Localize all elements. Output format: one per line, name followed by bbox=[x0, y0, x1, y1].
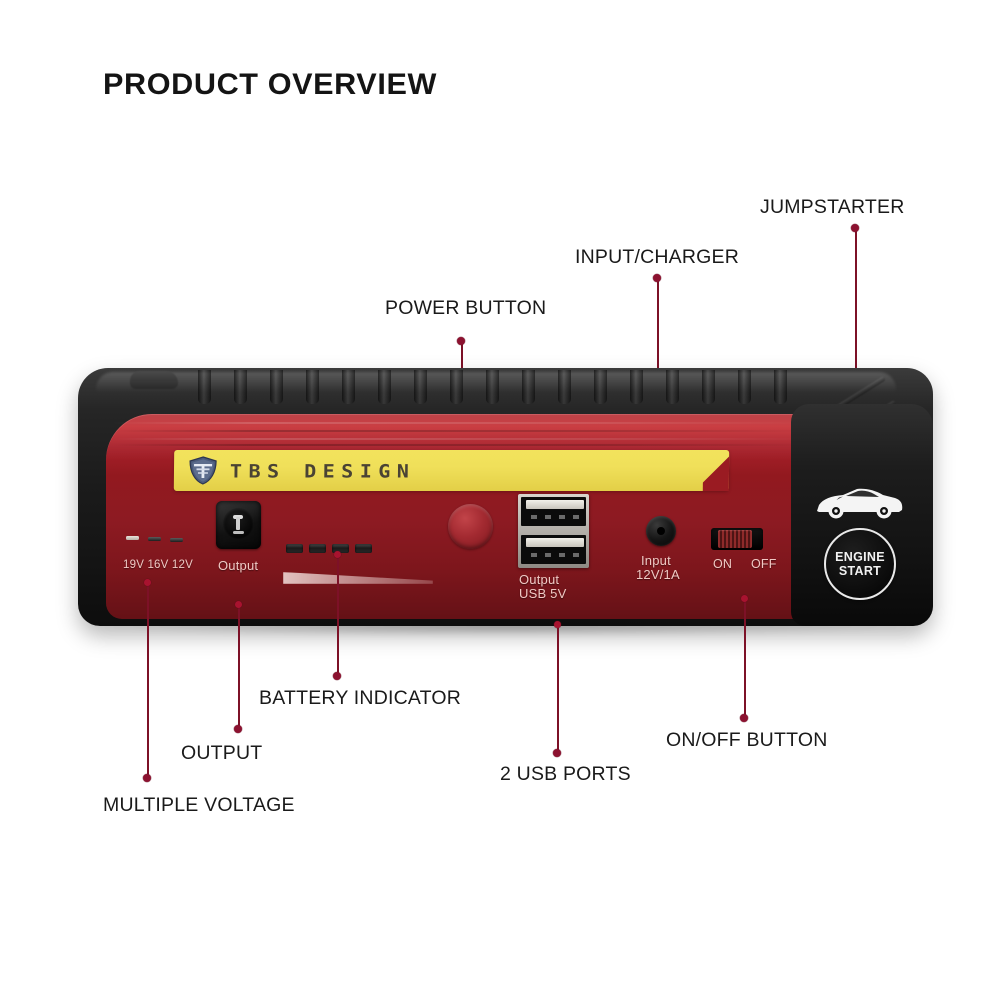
leader-dot-battery-indicator-target bbox=[334, 551, 341, 558]
callout-label-input-charger: INPUT/CHARGER bbox=[575, 246, 740, 268]
callout-label-jumpstarter: JUMPSTARTER bbox=[760, 196, 905, 218]
switch-on-label: ON bbox=[713, 557, 733, 571]
usb-port-lower[interactable] bbox=[521, 535, 586, 564]
leader-dot-multiple-voltage-label bbox=[143, 774, 151, 782]
battery-led-4 bbox=[355, 544, 372, 553]
usb-output-label-line1: Output bbox=[519, 572, 560, 587]
leader-dot-output-label bbox=[234, 725, 242, 733]
engine-start-line1: ENGINE bbox=[835, 550, 885, 564]
body-rib-3 bbox=[112, 438, 812, 440]
car-icon bbox=[813, 486, 905, 520]
callout-label-multiple-voltage: MULTIPLE VOLTAGE bbox=[103, 794, 295, 816]
voltage-led-19v bbox=[126, 536, 139, 540]
leader-dot-jumpstarter-label bbox=[851, 224, 859, 232]
dc-output-hole bbox=[223, 508, 254, 539]
engine-start-button[interactable]: ENGINE START bbox=[824, 528, 896, 600]
usb-port-block[interactable] bbox=[518, 494, 589, 568]
on-off-switch-knob[interactable] bbox=[718, 530, 752, 548]
leader-line-output bbox=[238, 605, 240, 728]
power-button[interactable] bbox=[448, 504, 493, 549]
shield-logo-icon bbox=[188, 456, 218, 485]
body-rib-4 bbox=[112, 444, 812, 446]
page-title: PRODUCT OVERVIEW bbox=[103, 68, 437, 101]
on-off-switch[interactable] bbox=[711, 528, 763, 550]
dc-pin-center bbox=[236, 517, 240, 530]
jump-starter-device: TBS DESIGN 19V 16V 12V Output bbox=[78, 368, 933, 628]
dc-output-port[interactable] bbox=[216, 501, 261, 549]
leader-line-multiple-voltage bbox=[147, 583, 149, 777]
leader-dot-battery-indicator-label bbox=[333, 672, 341, 680]
leader-dot-on-off-button-label bbox=[740, 714, 748, 722]
voltage-led-12v bbox=[170, 538, 183, 542]
engine-start-line2: START bbox=[838, 564, 882, 578]
leader-dot-input-charger-label bbox=[653, 274, 661, 282]
leader-dot-output-target bbox=[235, 601, 242, 608]
jumpstarter-module: ENGINE START bbox=[791, 404, 933, 626]
callout-label-output: OUTPUT bbox=[181, 742, 263, 764]
callout-label-battery-indicator: BATTERY INDICATOR bbox=[259, 687, 462, 709]
output-port-label: Output bbox=[218, 558, 259, 573]
callout-label-usb-ports: 2 USB PORTS bbox=[500, 763, 631, 785]
voltage-label: 19V 16V 12V bbox=[123, 559, 193, 571]
battery-led-1 bbox=[286, 544, 303, 553]
battery-led-3 bbox=[332, 544, 349, 553]
body-rib-1 bbox=[112, 422, 812, 424]
leader-dot-on-off-button-target bbox=[741, 595, 748, 602]
usb-port-upper[interactable] bbox=[521, 497, 586, 526]
leader-line-battery-indicator bbox=[337, 555, 339, 675]
leader-line-usb-ports bbox=[557, 625, 559, 753]
callout-label-on-off-button: ON/OFF BUTTON bbox=[666, 729, 828, 751]
usb-output-label-line2: USB 5V bbox=[519, 586, 567, 601]
input-label-line2: 12V/1A bbox=[636, 567, 680, 582]
shell-corner-notch bbox=[130, 371, 178, 389]
dc-pin-bottom bbox=[233, 531, 244, 534]
shell-ridge-texture bbox=[198, 370, 798, 404]
brand-name: TBS DESIGN bbox=[229, 459, 416, 483]
leader-dot-usb-ports-target bbox=[554, 621, 561, 628]
input-label-line1: Input bbox=[641, 553, 671, 568]
callout-label-power-button: POWER BUTTON bbox=[385, 297, 547, 319]
leader-line-on-off-button bbox=[744, 599, 746, 717]
body-rib-2 bbox=[112, 430, 812, 432]
leader-dot-power-button-label bbox=[457, 337, 465, 345]
switch-off-label: OFF bbox=[751, 557, 777, 571]
leader-dot-usb-ports-label bbox=[553, 749, 561, 757]
voltage-led-16v bbox=[148, 537, 161, 541]
brand-stripe: TBS DESIGN bbox=[173, 450, 730, 491]
stripe-end-clip bbox=[702, 450, 730, 491]
battery-led-2 bbox=[309, 544, 326, 553]
leader-dot-multiple-voltage-target bbox=[144, 579, 151, 586]
input-charger-jack[interactable] bbox=[646, 516, 676, 546]
